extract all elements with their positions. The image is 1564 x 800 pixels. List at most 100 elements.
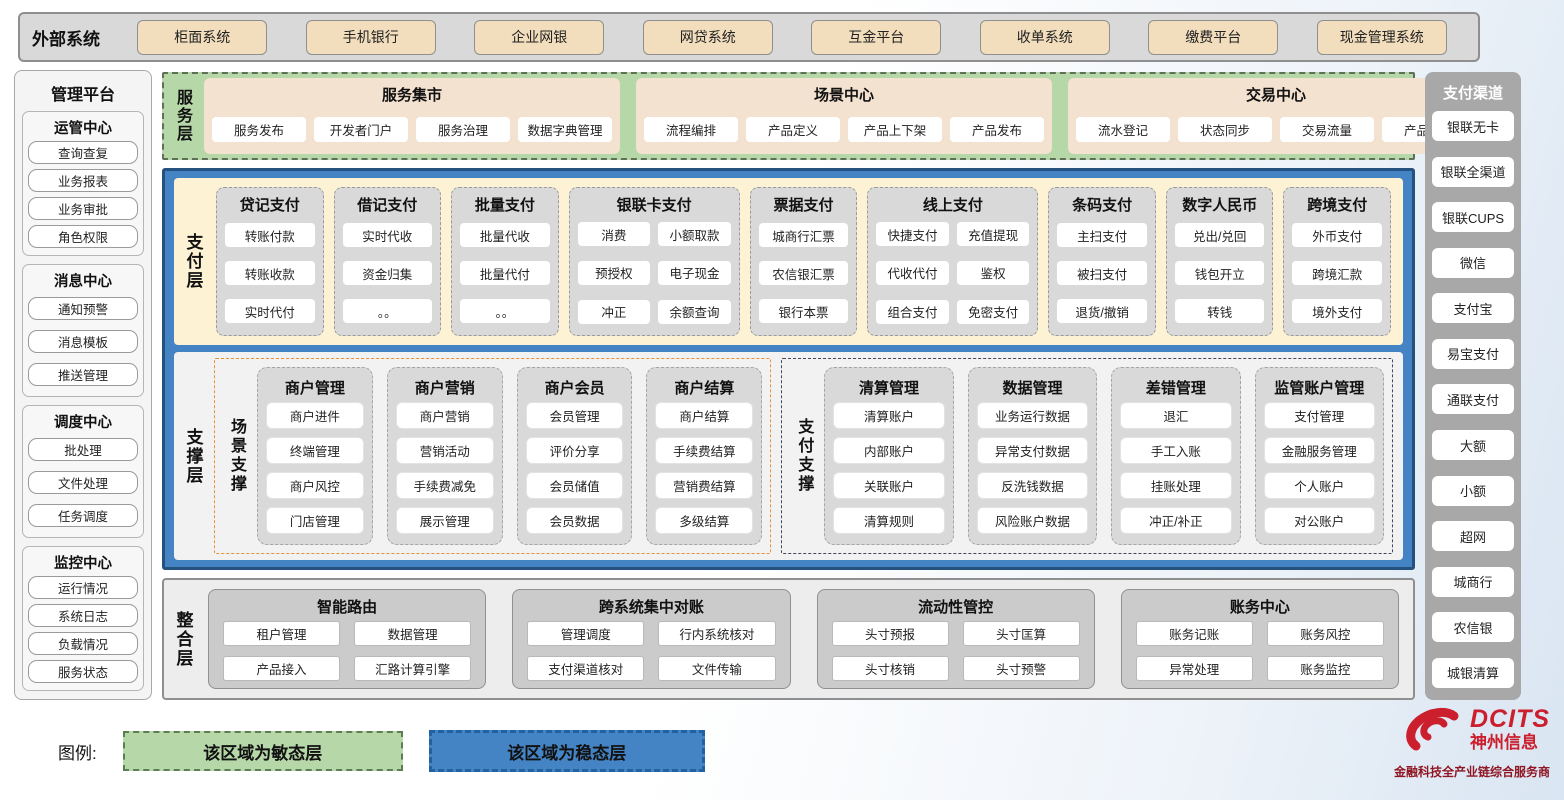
integration-item-button[interactable]: 头寸预警 xyxy=(962,656,1080,681)
scene-support-item-button[interactable]: 会员储值 xyxy=(525,472,624,499)
scene-support-item-button[interactable]: 商户风控 xyxy=(266,472,364,499)
payment-support-item-button[interactable]: 反洗钱数据 xyxy=(976,472,1089,499)
scene-support-item-button[interactable]: 多级结算 xyxy=(655,507,754,534)
integration-item-button[interactable]: 汇路计算引擎 xyxy=(354,656,472,681)
scene-support-item-button[interactable]: 商户结算 xyxy=(655,402,754,429)
management-item-button[interactable]: 查询查复 xyxy=(28,141,138,164)
external-system-button[interactable]: 收单系统 xyxy=(979,19,1110,55)
payment-item-button[interactable]: 外币支付 xyxy=(1292,223,1382,247)
integration-item-button[interactable]: 数据管理 xyxy=(354,621,472,646)
external-system-button[interactable]: 互金平台 xyxy=(811,19,942,55)
management-item-button[interactable]: 消息模板 xyxy=(28,329,138,353)
management-item-button[interactable]: 角色权限 xyxy=(28,225,138,248)
payment-support-item-button[interactable]: 支付管理 xyxy=(1263,402,1376,429)
payment-channel-button[interactable]: 银联无卡 xyxy=(1432,111,1514,141)
payment-item-button[interactable]: 转账收款 xyxy=(225,261,315,285)
integration-item-button[interactable]: 支付渠道核对 xyxy=(527,656,645,681)
payment-item-button[interactable]: 退货/撤销 xyxy=(1057,299,1147,323)
scene-support-item-button[interactable]: 手续费减免 xyxy=(395,472,494,499)
service-item-button[interactable]: 产品上下架 xyxy=(848,117,942,142)
payment-item-button[interactable]: 快捷支付 xyxy=(876,222,949,247)
payment-support-item-button[interactable]: 金融服务管理 xyxy=(1263,437,1376,464)
scene-support-item-button[interactable]: 会员管理 xyxy=(525,402,624,429)
management-item-button[interactable]: 任务调度 xyxy=(28,504,138,528)
payment-item-button[interactable]: 。。 xyxy=(342,299,433,323)
service-item-button[interactable]: 服务治理 xyxy=(416,117,510,142)
integration-item-button[interactable]: 头寸预报 xyxy=(831,621,949,646)
payment-support-item-button[interactable]: 业务运行数据 xyxy=(976,402,1089,429)
payment-support-item-button[interactable]: 个人账户 xyxy=(1263,472,1376,499)
payment-item-button[interactable]: 余额查询 xyxy=(658,299,731,324)
payment-item-button[interactable]: 批量代收 xyxy=(460,223,550,247)
payment-item-button[interactable]: 兑出/兑回 xyxy=(1174,223,1265,247)
payment-item-button[interactable]: 电子现金 xyxy=(658,260,731,285)
scene-support-item-button[interactable]: 营销费结算 xyxy=(655,472,754,499)
integration-item-button[interactable]: 头寸核销 xyxy=(831,656,949,681)
management-item-button[interactable]: 推送管理 xyxy=(28,363,138,387)
payment-channel-button[interactable]: 银联全渠道 xyxy=(1432,156,1514,187)
integration-item-button[interactable]: 账务风控 xyxy=(1266,621,1384,646)
external-system-button[interactable]: 手机银行 xyxy=(305,19,436,55)
payment-item-button[interactable]: 冲正 xyxy=(577,299,651,324)
management-item-button[interactable]: 服务状态 xyxy=(28,660,138,683)
payment-channel-button[interactable]: 超网 xyxy=(1432,521,1514,552)
management-item-button[interactable]: 批处理 xyxy=(28,437,138,461)
scene-support-item-button[interactable]: 商户进件 xyxy=(266,402,364,429)
integration-item-button[interactable]: 账务监控 xyxy=(1266,656,1384,681)
payment-support-item-button[interactable]: 内部账户 xyxy=(833,437,945,464)
payment-item-button[interactable]: 鉴权 xyxy=(956,260,1030,285)
payment-channel-button[interactable]: 支付宝 xyxy=(1432,293,1514,324)
payment-channel-button[interactable]: 小额 xyxy=(1432,475,1514,506)
payment-item-button[interactable]: 主扫支付 xyxy=(1057,223,1147,247)
payment-item-button[interactable]: 转钱 xyxy=(1174,299,1265,323)
service-item-button[interactable]: 服务发布 xyxy=(212,117,306,142)
external-system-button[interactable]: 企业网银 xyxy=(474,19,605,55)
service-item-button[interactable]: 状态同步 xyxy=(1178,117,1272,142)
payment-item-button[interactable]: 资金归集 xyxy=(342,261,433,285)
payment-channel-button[interactable]: 通联支付 xyxy=(1432,384,1514,415)
payment-support-item-button[interactable]: 关联账户 xyxy=(833,472,945,499)
integration-item-button[interactable]: 行内系统核对 xyxy=(658,621,776,646)
payment-item-button[interactable]: 充值提现 xyxy=(956,222,1030,247)
scene-support-item-button[interactable]: 会员数据 xyxy=(525,507,624,534)
payment-item-button[interactable]: 实时代付 xyxy=(225,299,315,323)
integration-item-button[interactable]: 异常处理 xyxy=(1135,656,1253,681)
payment-item-button[interactable]: 转账付款 xyxy=(225,223,315,247)
external-system-button[interactable]: 缴费平台 xyxy=(1148,19,1279,55)
payment-support-item-button[interactable]: 冲正/补正 xyxy=(1120,507,1232,534)
integration-item-button[interactable]: 管理调度 xyxy=(527,621,645,646)
payment-item-button[interactable]: 免密支付 xyxy=(956,299,1030,324)
scene-support-item-button[interactable]: 展示管理 xyxy=(395,507,494,534)
scene-support-item-button[interactable]: 手续费结算 xyxy=(655,437,754,464)
payment-item-button[interactable]: 预授权 xyxy=(577,260,651,285)
payment-support-item-button[interactable]: 手工入账 xyxy=(1120,437,1232,464)
payment-item-button[interactable]: 钱包开立 xyxy=(1174,261,1265,285)
external-system-button[interactable]: 柜面系统 xyxy=(137,19,268,55)
payment-support-item-button[interactable]: 对公账户 xyxy=(1263,507,1376,534)
management-item-button[interactable]: 系统日志 xyxy=(28,604,138,627)
payment-support-item-button[interactable]: 清算账户 xyxy=(833,402,945,429)
payment-item-button[interactable]: 境外支付 xyxy=(1292,299,1382,323)
payment-channel-button[interactable]: 微信 xyxy=(1432,247,1514,278)
service-item-button[interactable]: 数据字典管理 xyxy=(518,117,612,142)
integration-item-button[interactable]: 账务记账 xyxy=(1135,621,1253,646)
payment-channel-button[interactable]: 银联CUPS xyxy=(1432,202,1514,233)
payment-channel-button[interactable]: 城商行 xyxy=(1432,566,1514,597)
management-item-button[interactable]: 业务审批 xyxy=(28,197,138,220)
integration-item-button[interactable]: 产品接入 xyxy=(223,656,341,681)
scene-support-item-button[interactable]: 终端管理 xyxy=(266,437,364,464)
service-item-button[interactable]: 产品定义 xyxy=(746,117,840,142)
payment-support-item-button[interactable]: 挂账处理 xyxy=(1120,472,1232,499)
payment-item-button[interactable]: 消费 xyxy=(577,222,651,247)
payment-item-button[interactable]: 被扫支付 xyxy=(1057,261,1147,285)
management-item-button[interactable]: 负载情况 xyxy=(28,632,138,655)
integration-item-button[interactable]: 租户管理 xyxy=(223,621,341,646)
service-item-button[interactable]: 交易流量 xyxy=(1280,117,1374,142)
payment-item-button[interactable]: 实时代收 xyxy=(342,223,433,247)
payment-support-item-button[interactable]: 清算规则 xyxy=(833,507,945,534)
payment-item-button[interactable]: 小额取款 xyxy=(658,222,731,247)
payment-support-item-button[interactable]: 风险账户数据 xyxy=(976,507,1089,534)
payment-item-button[interactable]: 跨境汇款 xyxy=(1292,261,1382,285)
management-item-button[interactable]: 运行情况 xyxy=(28,576,138,599)
payment-support-item-button[interactable]: 退汇 xyxy=(1120,402,1232,429)
